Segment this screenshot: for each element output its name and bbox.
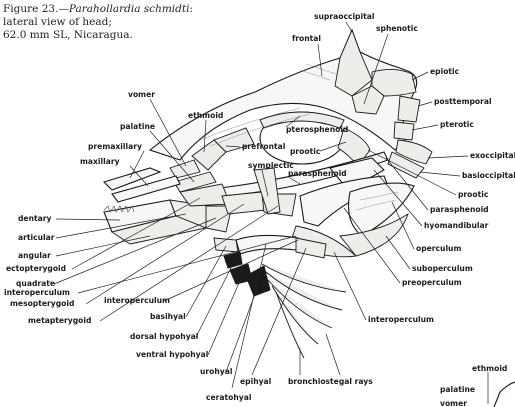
vomer-bone [170, 160, 200, 178]
label-preoperculum: preoperculum [402, 278, 462, 287]
label-epiotic: epiotic [430, 67, 459, 76]
leader-basihyal [186, 246, 226, 317]
next-figure-fragment [488, 372, 515, 407]
branchiostegal-ray [266, 272, 342, 310]
label-frontal: frontal [292, 34, 321, 43]
label-basioccipital: basioccipital [462, 171, 515, 180]
pterotic-bone [394, 122, 414, 140]
bronchiostegal-rays [262, 264, 346, 358]
leader-epihyal [252, 248, 306, 375]
label-dorsal-hypohyal: dorsal hypohyal [130, 332, 198, 341]
mesopterygoid-bone [222, 192, 266, 214]
label-prootic-right: prootic [458, 190, 488, 199]
label-bronchiostegal-rays: bronchiostegal rays [288, 377, 373, 386]
label-exoccipital: exoccipital [470, 151, 515, 160]
leader-angular [56, 236, 150, 256]
next-figure-outline [494, 382, 515, 407]
posttemporal-bone [398, 96, 420, 122]
label-parasphenoid-right: parasphenoid [430, 205, 489, 214]
label-pterotic: pterotic [440, 120, 474, 129]
label-metapterygoid: metapterygoid [28, 316, 91, 325]
skull-drawing [104, 30, 432, 358]
label-pterosphenoid: pterosphenoid [286, 125, 348, 134]
label-dentary: dentary [18, 214, 51, 223]
label-supraoccipital: supraoccipital [314, 12, 374, 21]
leader-suboperculum [386, 236, 410, 269]
label-urohyal: urohyal [200, 367, 232, 376]
leader-dorsal-hypohyal [196, 262, 234, 337]
label-ceratohyal: ceratohyal [206, 393, 251, 402]
label-parasphenoid-center: parasphenoid [288, 169, 347, 178]
label-next-palatine: palatine [440, 385, 475, 394]
label-next-vomer: vomer [440, 399, 467, 407]
label-prefrontal: prefrontal [242, 142, 285, 151]
label-posttemporal: posttemporal [434, 97, 492, 106]
label-premaxillary: premaxillary [88, 142, 142, 151]
label-vomer: vomer [128, 90, 155, 99]
label-prootic-center: prootic [290, 147, 320, 156]
label-ventral-hypohyal: ventral hypohyal [136, 350, 208, 359]
label-angular: angular [18, 251, 51, 260]
label-sphenotic: sphenotic [376, 24, 418, 33]
label-ectopterygoid: ectopterygoid [6, 264, 66, 273]
label-operculum: operculum [416, 244, 461, 253]
label-next-ethmoid: ethmoid [472, 364, 507, 373]
label-quadrate: quadrate [16, 279, 55, 288]
label-epihyal: epihyal [240, 377, 271, 386]
label-interoperculum-right: interoperculum [368, 315, 434, 324]
leader-exoccipital [428, 156, 468, 158]
label-hyomandibular: hyomandibular [424, 221, 489, 230]
leader-posttemporal [418, 102, 432, 106]
leader-interoperculum-right [334, 252, 366, 320]
label-interoperculum-left: interoperculum [4, 288, 70, 297]
label-articular: articular [18, 233, 55, 242]
label-basihyal: basihyal [150, 312, 186, 321]
label-ethmoid: ethmoid [188, 111, 223, 120]
label-palatine: palatine [120, 122, 155, 131]
leader-basioccipital [420, 172, 460, 176]
leader-supraoccipital [346, 22, 352, 32]
label-mesopterygoid: mesopterygoid [10, 299, 74, 308]
label-maxillary: maxillary [80, 157, 120, 166]
label-suboperculum: suboperculum [412, 264, 473, 273]
leader-pterotic [412, 125, 438, 130]
label-symplectic: symplectic [248, 161, 294, 170]
label-interoperculum-lower: interoperculum [104, 296, 170, 305]
leader-bronchiostegal-2 [326, 334, 340, 375]
